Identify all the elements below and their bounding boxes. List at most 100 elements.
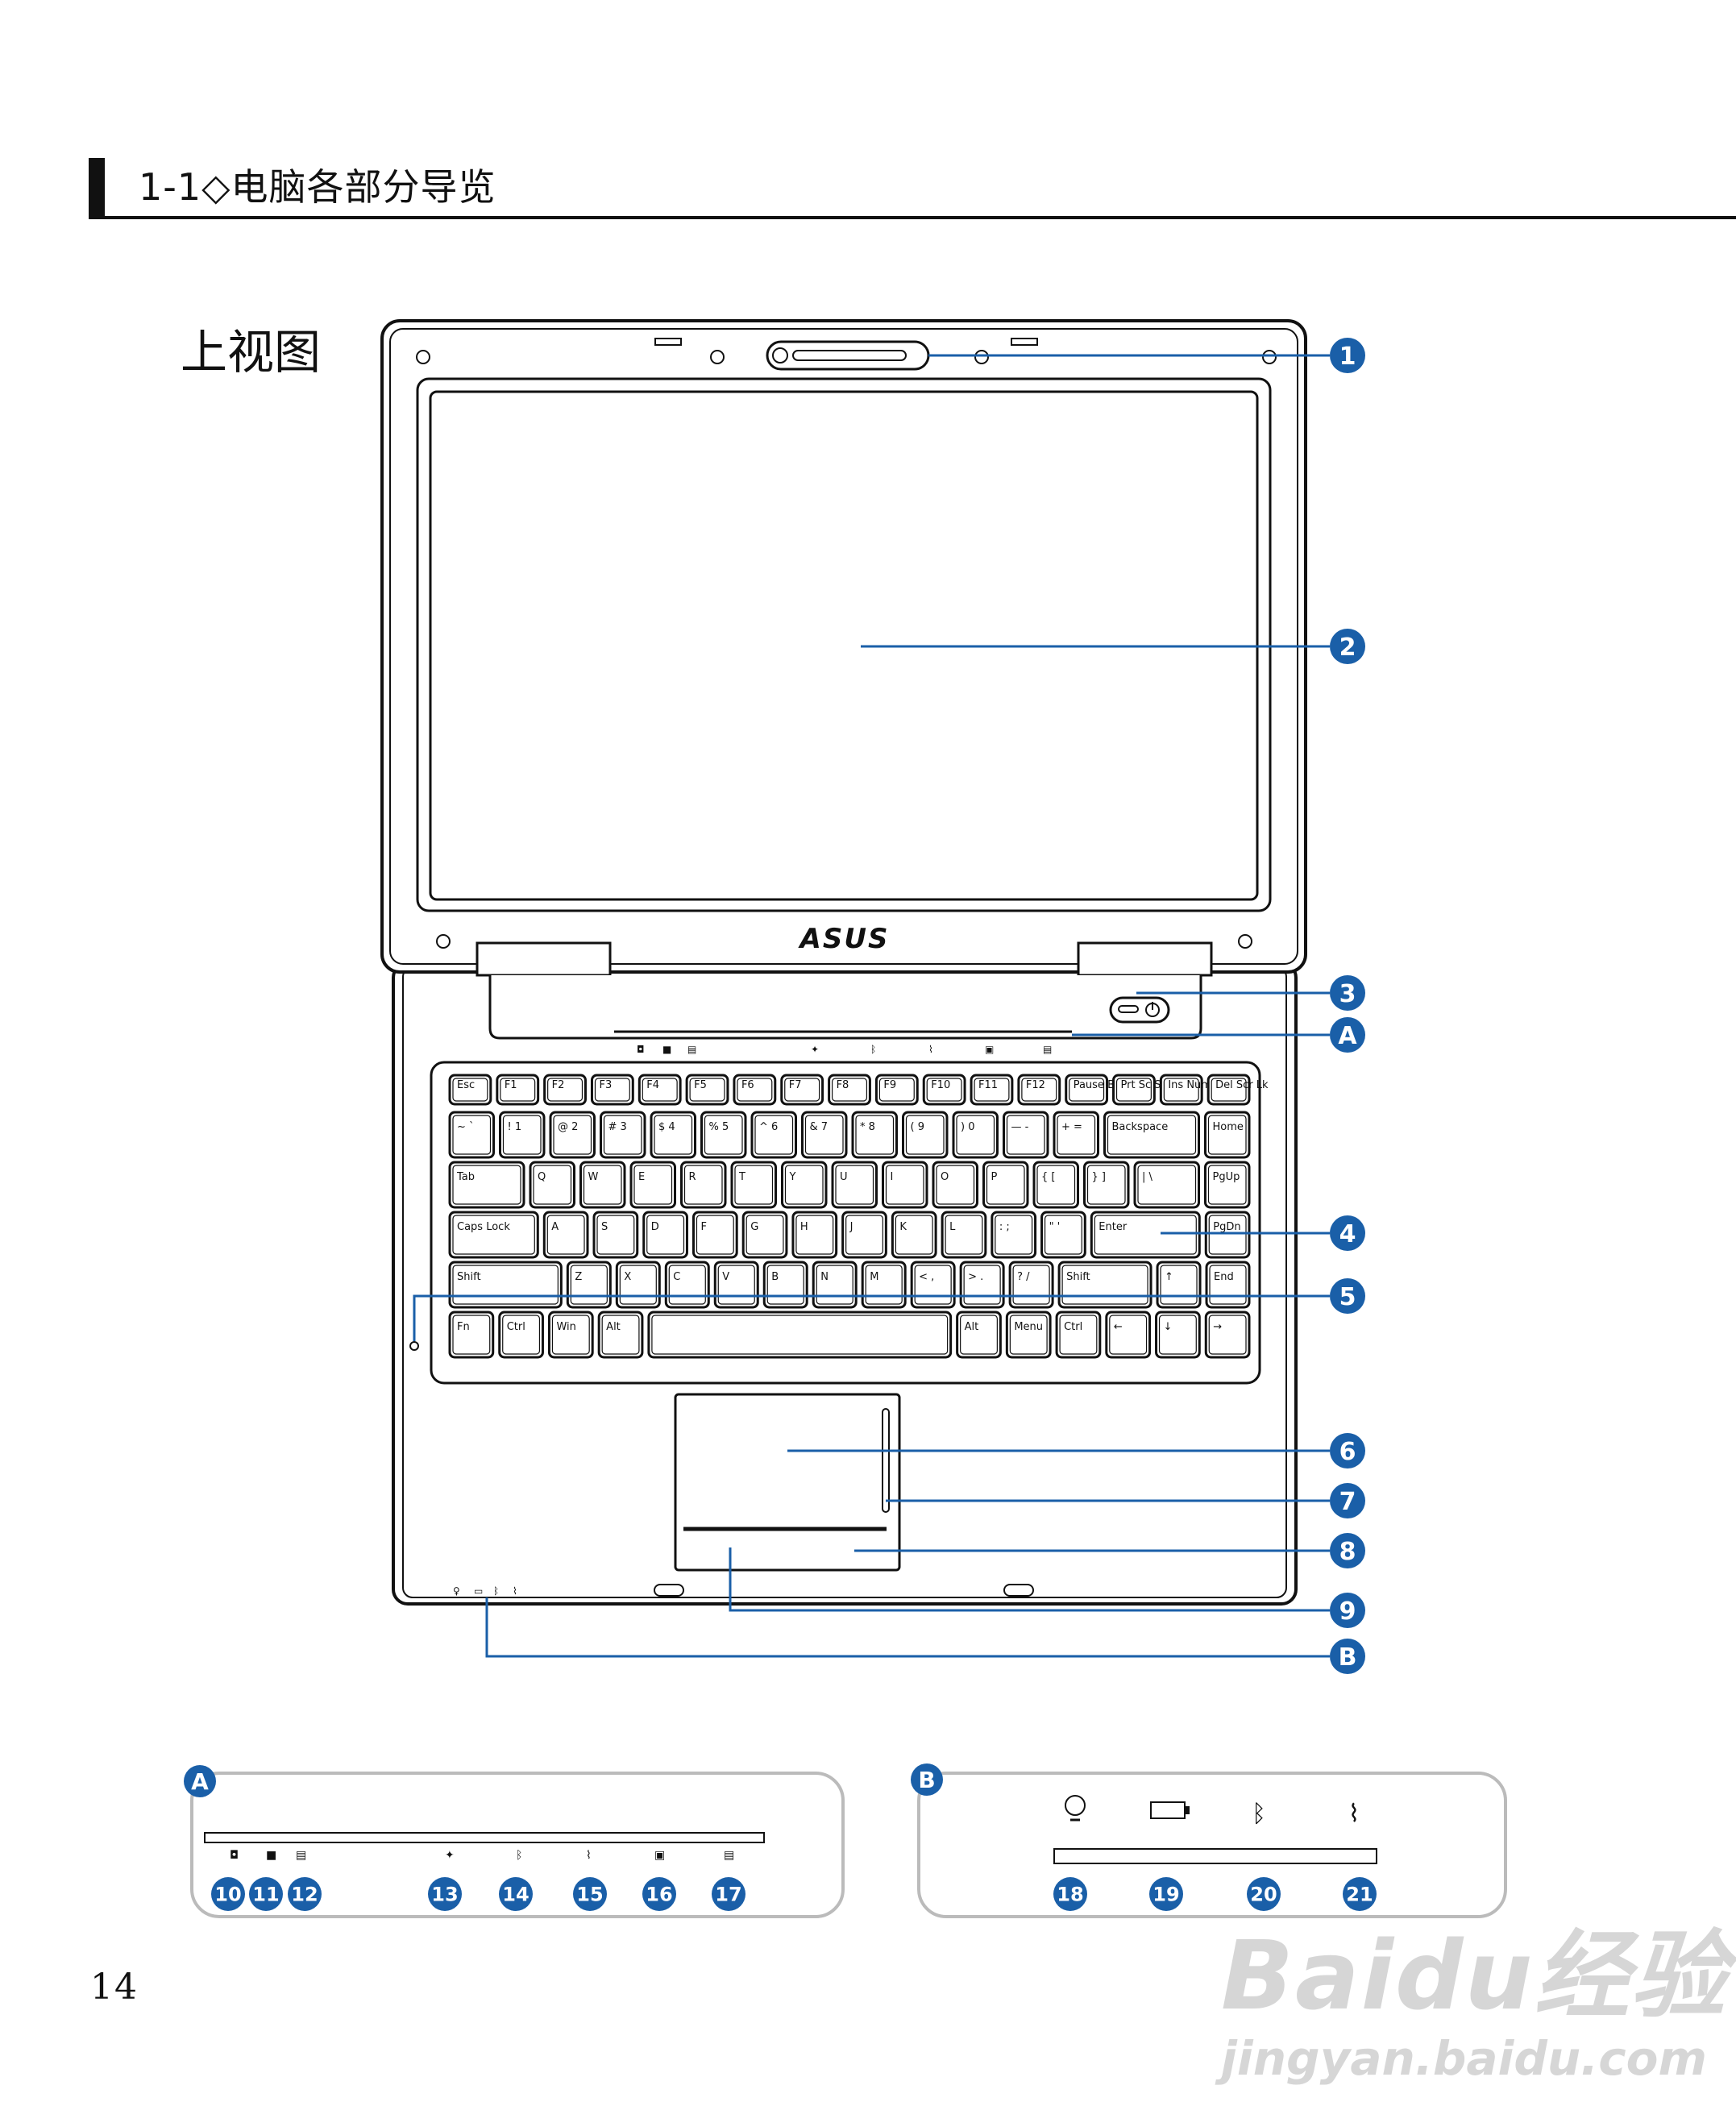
key[interactable]: J <box>841 1211 887 1259</box>
key[interactable]: ↓ <box>1155 1311 1201 1359</box>
key[interactable]: — - <box>1003 1111 1049 1159</box>
key[interactable]: I <box>882 1161 928 1209</box>
key[interactable]: C <box>664 1261 710 1309</box>
callout-7-label: 7 <box>1339 1488 1356 1516</box>
key[interactable]: F8 <box>828 1074 871 1106</box>
scroll-bar[interactable] <box>882 1408 890 1513</box>
key[interactable]: # 3 <box>600 1111 646 1159</box>
key[interactable]: ← <box>1105 1311 1152 1359</box>
key[interactable]: ? / <box>1008 1261 1054 1309</box>
key[interactable] <box>647 1311 953 1359</box>
key[interactable]: Enter <box>1090 1211 1201 1259</box>
key[interactable]: Ins Num Lk <box>1159 1074 1227 1106</box>
key[interactable]: Alt <box>597 1311 644 1359</box>
key[interactable]: F2 <box>543 1074 587 1106</box>
key-label: C <box>673 1271 680 1283</box>
key[interactable]: F1 <box>496 1074 540 1106</box>
key[interactable]: ^ 6 <box>750 1111 797 1159</box>
key[interactable]: S <box>592 1211 639 1259</box>
key-label: F1 <box>505 1079 517 1091</box>
key[interactable]: Y <box>781 1161 828 1209</box>
key[interactable]: ) 0 <box>952 1111 999 1159</box>
key[interactable]: ~ ` <box>448 1111 495 1159</box>
key[interactable]: Win <box>547 1311 594 1359</box>
key[interactable]: G <box>741 1211 788 1259</box>
key[interactable]: Tab <box>448 1161 525 1209</box>
key[interactable]: ↑ <box>1156 1261 1202 1309</box>
key[interactable]: Home <box>1204 1111 1251 1159</box>
key[interactable]: F4 <box>638 1074 682 1106</box>
callout-2 <box>1330 629 1365 664</box>
key[interactable]: O <box>932 1161 978 1209</box>
key-label: PgDn <box>1213 1221 1240 1233</box>
key[interactable]: F10 <box>922 1074 966 1106</box>
key[interactable]: K <box>891 1211 937 1259</box>
key-label: F8 <box>837 1079 849 1091</box>
key[interactable]: Caps Lock <box>448 1211 539 1259</box>
key[interactable]: M <box>861 1261 907 1309</box>
key[interactable]: → <box>1204 1311 1251 1359</box>
key[interactable]: V <box>713 1261 759 1309</box>
key[interactable]: | \ <box>1133 1161 1200 1209</box>
key[interactable]: " ' <box>1040 1211 1086 1259</box>
key[interactable]: F3 <box>590 1074 634 1106</box>
key[interactable]: $ 4 <box>650 1111 696 1159</box>
key[interactable]: PgDn <box>1204 1211 1251 1259</box>
key[interactable]: PgUp <box>1204 1161 1251 1209</box>
key[interactable]: Shift <box>448 1261 563 1309</box>
key[interactable]: % 5 <box>700 1111 747 1159</box>
key[interactable]: * 8 <box>851 1111 898 1159</box>
touchpad[interactable] <box>674 1393 901 1572</box>
key[interactable]: R <box>680 1161 727 1209</box>
key[interactable]: } ] <box>1083 1161 1130 1209</box>
key[interactable]: F6 <box>733 1074 777 1106</box>
key[interactable]: : ; <box>991 1211 1037 1259</box>
callout-3 <box>1330 975 1365 1011</box>
key-label: ( 9 <box>911 1121 924 1133</box>
key[interactable]: Shift <box>1057 1261 1152 1309</box>
key[interactable]: Backspace <box>1103 1111 1200 1159</box>
front-latch <box>1003 1584 1034 1597</box>
key[interactable]: U <box>831 1161 878 1209</box>
key[interactable]: > . <box>959 1261 1005 1309</box>
key[interactable]: Ctrl <box>1055 1311 1102 1359</box>
key[interactable]: Menu <box>1005 1311 1052 1359</box>
key[interactable]: E <box>629 1161 676 1209</box>
key[interactable]: Fn <box>448 1311 495 1359</box>
key[interactable]: End <box>1205 1261 1251 1309</box>
key-label: Shift <box>1066 1271 1090 1283</box>
key[interactable]: < , <box>910 1261 956 1309</box>
key-label: P <box>991 1171 998 1183</box>
key[interactable]: Esc <box>448 1074 492 1106</box>
key[interactable]: F <box>691 1211 738 1259</box>
key[interactable]: Ctrl <box>498 1311 544 1359</box>
key[interactable]: X <box>615 1261 661 1309</box>
key[interactable]: F5 <box>685 1074 729 1106</box>
key[interactable]: ! 1 <box>499 1111 546 1159</box>
key[interactable]: Alt <box>956 1311 1002 1359</box>
key[interactable]: Z <box>566 1261 612 1309</box>
key[interactable]: W <box>579 1161 626 1209</box>
key[interactable]: ( 9 <box>902 1111 949 1159</box>
key[interactable]: + = <box>1053 1111 1099 1159</box>
key[interactable]: @ 2 <box>549 1111 596 1159</box>
key[interactable]: Q <box>529 1161 575 1209</box>
key[interactable]: F12 <box>1017 1074 1061 1106</box>
svg-text:▤: ▤ <box>724 1849 734 1862</box>
key[interactable]: F11 <box>970 1074 1014 1106</box>
key[interactable]: T <box>730 1161 777 1209</box>
key[interactable]: & 7 <box>801 1111 848 1159</box>
key[interactable]: Del Scr Lk <box>1206 1074 1269 1106</box>
key[interactable]: F7 <box>780 1074 824 1106</box>
key[interactable]: N <box>812 1261 858 1309</box>
key[interactable]: { [ <box>1032 1161 1079 1209</box>
key[interactable]: A <box>542 1211 589 1259</box>
key[interactable]: H <box>791 1211 838 1259</box>
key[interactable]: P <box>982 1161 1029 1209</box>
key[interactable]: F9 <box>874 1074 919 1106</box>
key[interactable]: D <box>642 1211 688 1259</box>
key[interactable]: B <box>762 1261 808 1309</box>
callout-5-label: 5 <box>1339 1283 1356 1311</box>
key[interactable]: L <box>941 1211 987 1259</box>
